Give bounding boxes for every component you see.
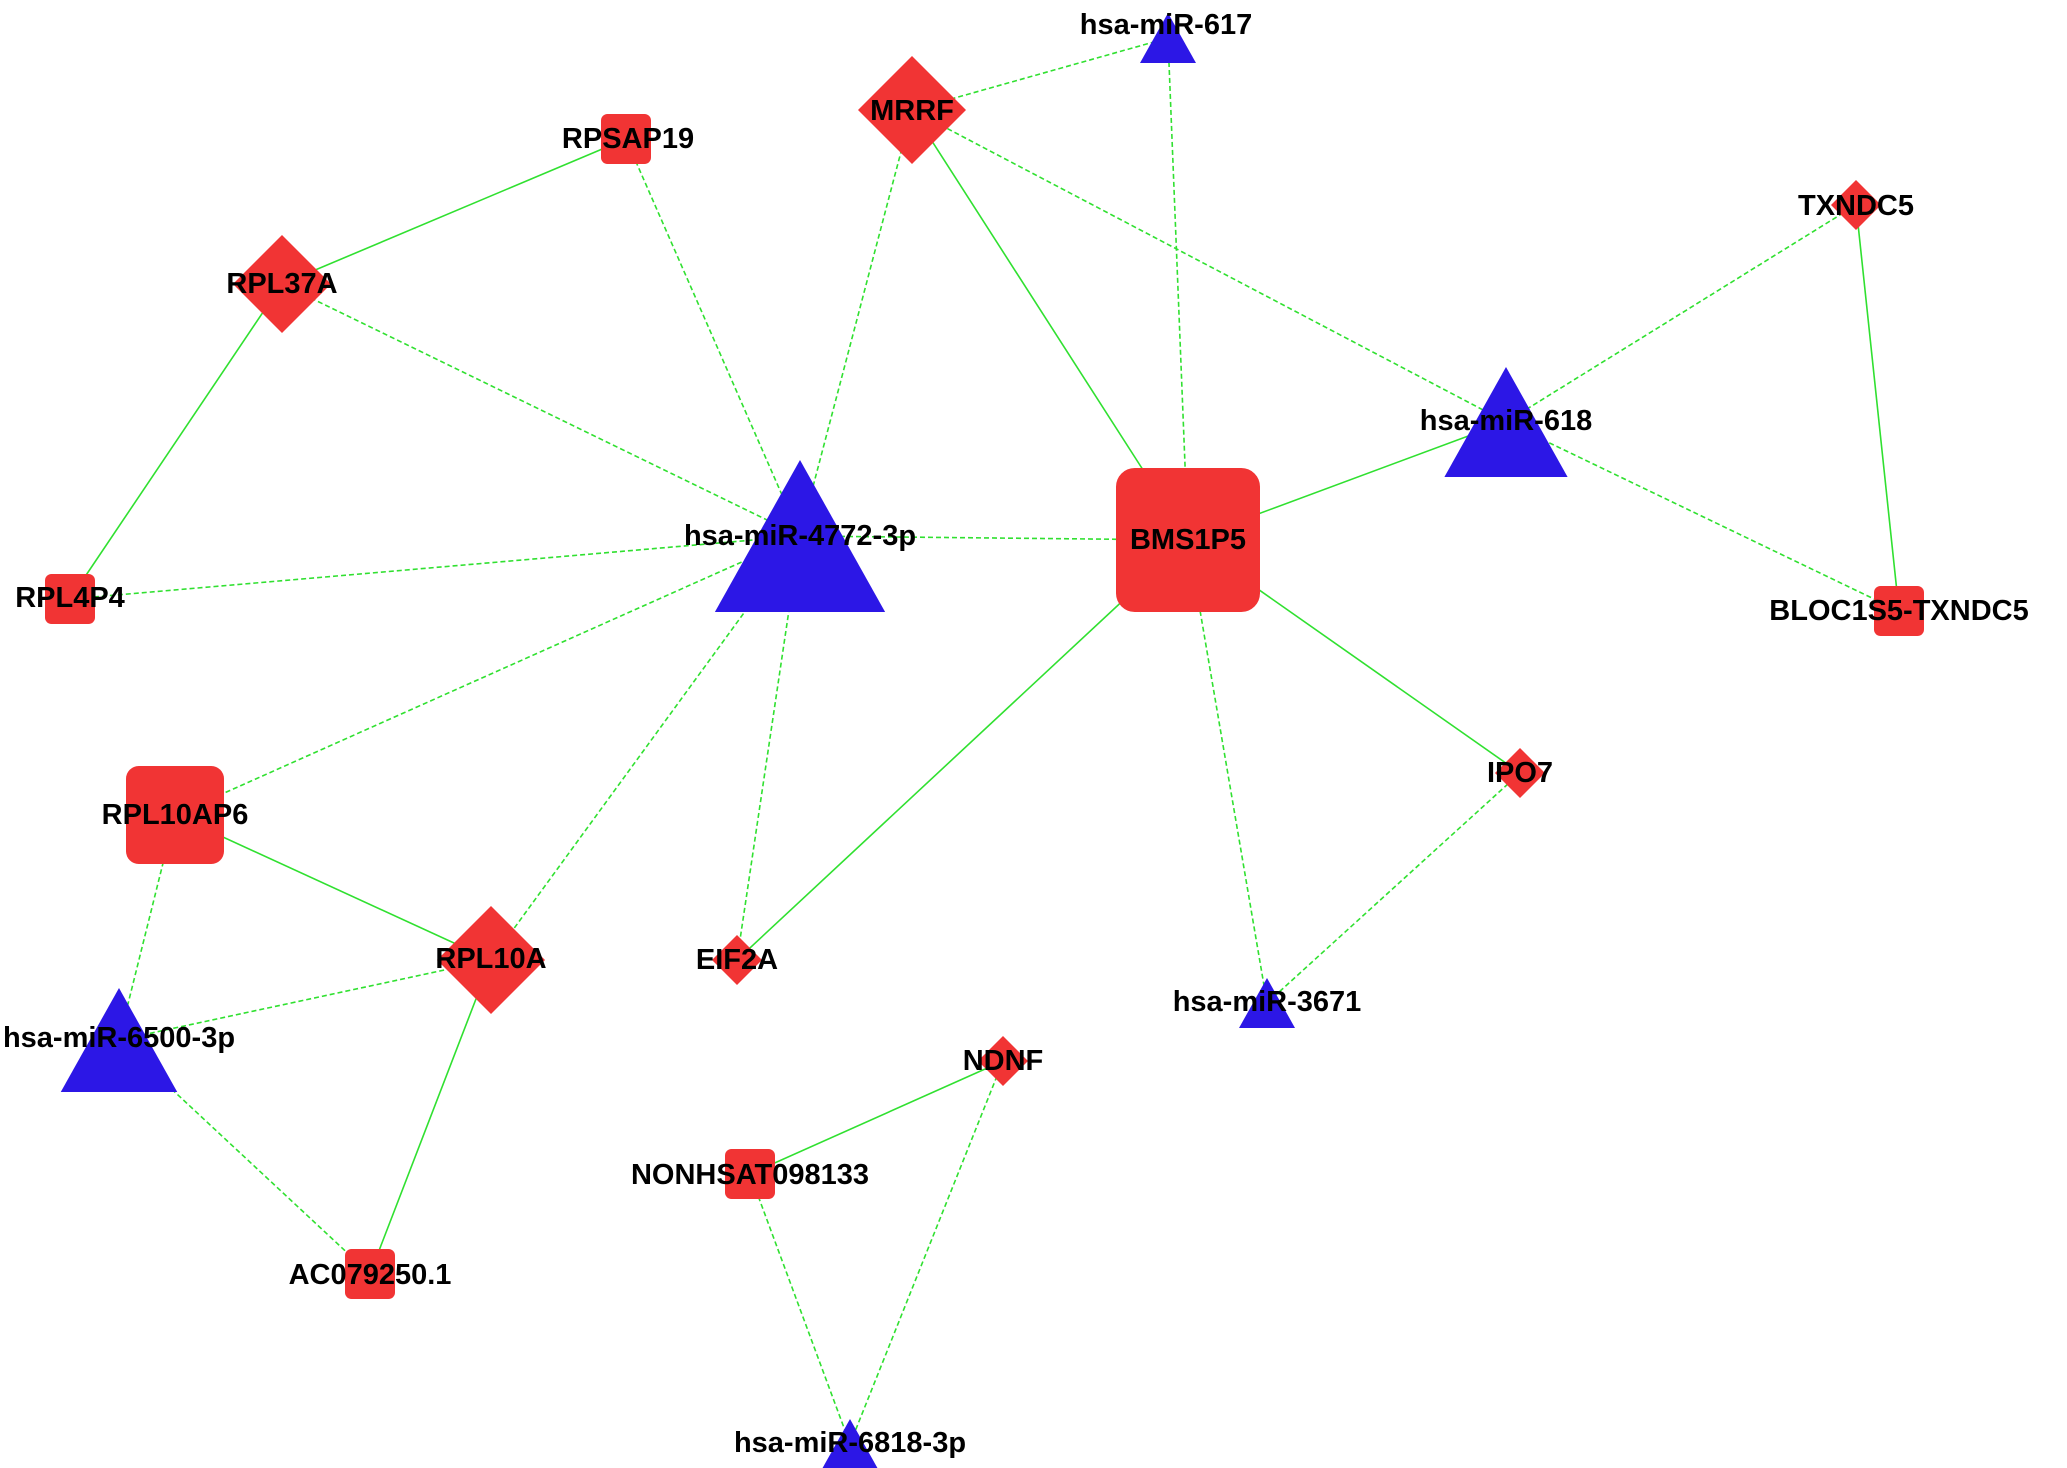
node-label-ac079250-1: AC079250.1 xyxy=(289,1259,452,1291)
node-label-ipo7: IPO7 xyxy=(1487,757,1553,789)
node-hsa-mir-618[interactable] xyxy=(1444,367,1568,477)
edge-hsa-mir-618-txndc5 xyxy=(1505,204,1857,423)
node-label-mrrf: MRRF xyxy=(870,95,954,127)
node-eif2a[interactable] xyxy=(712,935,762,985)
edge-nonhsat098133-hsa-mir-6818-3p xyxy=(749,1173,851,1445)
node-ac079250-1[interactable] xyxy=(345,1249,395,1299)
edge-txndc5-bloc1s5-txndc5 xyxy=(1855,204,1900,612)
edge-ndnf-nonhsat098133 xyxy=(749,1060,1004,1175)
edge-rpsap19-rpl37a xyxy=(281,138,627,285)
node-txndc5[interactable] xyxy=(1831,180,1881,230)
node-rpl10a[interactable] xyxy=(437,906,545,1014)
node-bms1p5[interactable] xyxy=(1116,468,1260,612)
node-label-hsa-mir-617: hsa-miR-617 xyxy=(1080,9,1252,41)
node-ipo7[interactable] xyxy=(1495,748,1545,798)
edge-bms1p5-eif2a xyxy=(736,539,1189,961)
node-label-hsa-mir-6500-3p: hsa-miR-6500-3p xyxy=(3,1022,235,1054)
edge-rpl10ap6-rpl10a xyxy=(174,814,492,961)
node-ndnf[interactable] xyxy=(978,1036,1028,1086)
node-rpsap19[interactable] xyxy=(601,114,651,164)
node-label-rpl37a: RPL37A xyxy=(226,268,337,300)
edge-rpl37a-hsa-mir-4772-3p xyxy=(281,283,801,537)
node-hsa-mir-6500-3p[interactable] xyxy=(60,988,178,1092)
node-bloc1s5-txndc5[interactable] xyxy=(1874,586,1924,636)
node-label-hsa-mir-3671: hsa-miR-3671 xyxy=(1173,986,1362,1018)
node-mrrf[interactable] xyxy=(858,56,966,164)
edge-ipo7-hsa-mir-3671 xyxy=(1266,772,1521,1004)
node-label-rpsap19: RPSAP19 xyxy=(562,123,694,155)
edge-rpl37a-rpl4p4 xyxy=(69,283,283,600)
node-label-bloc1s5-txndc5: BLOC1S5-TXNDC5 xyxy=(1769,595,2028,627)
edge-mrrf-hsa-mir-618 xyxy=(911,109,1507,423)
node-label-nonhsat098133: NONHSAT098133 xyxy=(631,1159,869,1191)
node-layer xyxy=(45,13,1924,1468)
edge-mrrf-hsa-mir-4772-3p xyxy=(799,109,913,537)
node-label-rpl10ap6: RPL10AP6 xyxy=(102,799,249,831)
node-hsa-mir-3671[interactable] xyxy=(1239,978,1295,1028)
node-hsa-mir-4772-3p[interactable] xyxy=(714,460,886,612)
edge-bms1p5-hsa-mir-3671 xyxy=(1187,539,1268,1004)
node-label-ndnf: NDNF xyxy=(963,1045,1044,1077)
node-label-rpl4p4: RPL4P4 xyxy=(15,582,125,614)
node-hsa-mir-617[interactable] xyxy=(1140,13,1196,63)
edge-hsa-mir-4772-3p-rpl10ap6 xyxy=(174,535,801,816)
edge-rpsap19-hsa-mir-4772-3p xyxy=(625,138,801,537)
node-label-hsa-mir-4772-3p: hsa-miR-4772-3p xyxy=(684,520,916,552)
edge-hsa-mir-617-bms1p5 xyxy=(1167,37,1189,541)
edge-layer xyxy=(69,37,1900,1445)
node-label-txndc5: TXNDC5 xyxy=(1798,190,1914,222)
node-rpl37a[interactable] xyxy=(233,235,331,333)
node-nonhsat098133[interactable] xyxy=(725,1149,775,1199)
edge-hsa-mir-618-bloc1s5-txndc5 xyxy=(1505,421,1900,612)
node-label-bms1p5: BMS1P5 xyxy=(1130,524,1246,556)
node-label-hsa-mir-6818-3p: hsa-miR-6818-3p xyxy=(734,1427,966,1459)
node-label-eif2a: EIF2A xyxy=(696,944,778,976)
edge-rpl10a-ac079250-1 xyxy=(369,959,492,1275)
node-hsa-mir-6818-3p[interactable] xyxy=(822,1419,878,1468)
node-label-hsa-mir-618: hsa-miR-618 xyxy=(1420,405,1592,437)
node-label-rpl10a: RPL10A xyxy=(435,943,546,975)
node-rpl10ap6[interactable] xyxy=(126,766,224,864)
edge-rpl10ap6-hsa-mir-6500-3p xyxy=(118,814,176,1041)
node-rpl4p4[interactable] xyxy=(45,574,95,624)
edge-rpl4p4-hsa-mir-4772-3p xyxy=(69,535,801,600)
edge-ndnf-hsa-mir-6818-3p xyxy=(849,1060,1004,1445)
edge-mrrf-hsa-mir-617 xyxy=(911,37,1169,111)
